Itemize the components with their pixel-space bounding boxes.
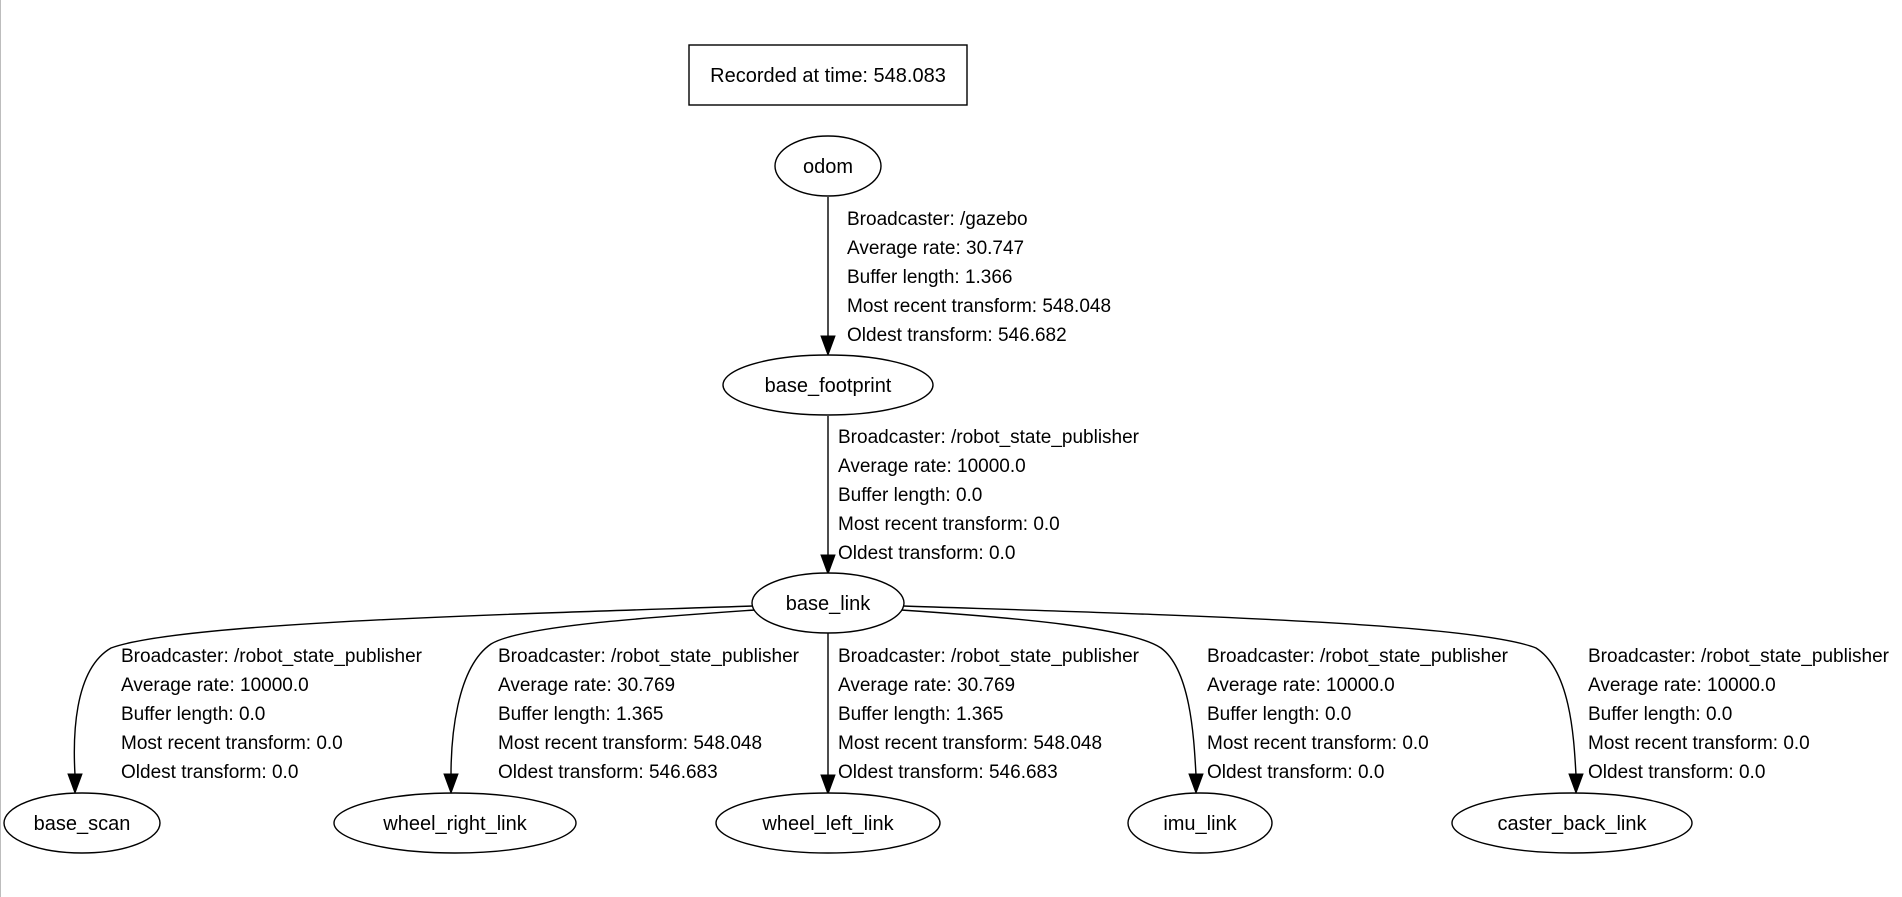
node-imu-link[interactable]: imu_link: [1127, 792, 1273, 854]
edge-label-base-link-base-scan: Broadcaster: /robot_state_publisher Aver…: [121, 646, 423, 783]
edge-base-link-wheel-left: [820, 627, 836, 796]
edge-oldest: Oldest transform: 546.683: [498, 762, 718, 783]
node-caster-back-link-label: caster_back_link: [1498, 813, 1648, 835]
node-wheel-left-link-label: wheel_left_link: [761, 813, 894, 835]
edge-oldest: Oldest transform: 0.0: [1588, 762, 1765, 783]
node-wheel-right-link-label: wheel_right_link: [382, 813, 527, 835]
edge-base-footprint-base-link: [820, 416, 836, 576]
node-wheel-left-link[interactable]: wheel_left_link: [715, 792, 941, 854]
edge-buffer-length: Buffer length: 1.366: [847, 267, 1013, 288]
edge-average-rate: Average rate: 30.747: [847, 238, 1024, 259]
edge-buffer-length: Buffer length: 1.365: [838, 704, 1004, 725]
node-caster-back-link[interactable]: caster_back_link: [1451, 792, 1693, 854]
edge-broadcaster: Broadcaster: /robot_state_publisher: [121, 646, 423, 667]
edge-most-recent: Most recent transform: 0.0: [1588, 733, 1810, 754]
node-base-scan[interactable]: base_scan: [3, 792, 161, 854]
edge-arrowhead: [67, 773, 83, 795]
edge-broadcaster: Broadcaster: /gazebo: [847, 209, 1028, 230]
edge-most-recent: Most recent transform: 548.048: [498, 733, 762, 754]
edge-broadcaster: Broadcaster: /robot_state_publisher: [838, 646, 1140, 667]
edge-arrowhead: [820, 335, 836, 357]
node-base-footprint-label: base_footprint: [765, 375, 892, 397]
edge-arrowhead: [1188, 773, 1204, 795]
edge-average-rate: Average rate: 10000.0: [1588, 675, 1776, 696]
edge-base-link-wheel-right: [443, 609, 756, 795]
edge-most-recent: Most recent transform: 548.048: [847, 296, 1111, 317]
node-base-scan-label: base_scan: [34, 813, 131, 835]
edge-oldest: Oldest transform: 546.682: [847, 325, 1067, 346]
edge-oldest: Oldest transform: 0.0: [1207, 762, 1384, 783]
edge-base-link-imu: [900, 609, 1204, 795]
edge-arrowhead: [820, 774, 836, 796]
recorded-time-box: Recorded at time: 548.083: [688, 44, 968, 106]
node-wheel-right-link-shape: [333, 792, 577, 854]
node-odom[interactable]: odom: [774, 135, 882, 197]
edge-most-recent: Most recent transform: 0.0: [1207, 733, 1429, 754]
edge-base-link-base-scan: [67, 605, 754, 795]
node-base-footprint-shape: [722, 354, 934, 416]
edge-buffer-length: Buffer length: 0.0: [1207, 704, 1351, 725]
node-base-link[interactable]: base_link: [751, 572, 905, 634]
edge-oldest: Oldest transform: 0.0: [838, 543, 1015, 564]
edge-odom-base-footprint: [820, 197, 836, 357]
node-wheel-left-link-shape: [715, 792, 941, 854]
edge-line: [73, 605, 754, 776]
node-odom-shape: [774, 135, 882, 197]
edge-arrowhead: [820, 554, 836, 576]
edge-base-link-caster-back: [902, 605, 1584, 795]
edge-buffer-length: Buffer length: 0.0: [838, 485, 982, 506]
edge-label-base-link-imu: Broadcaster: /robot_state_publisher Aver…: [1207, 646, 1509, 783]
edge-average-rate: Average rate: 30.769: [838, 675, 1015, 696]
edge-average-rate: Average rate: 10000.0: [121, 675, 309, 696]
edge-most-recent: Most recent transform: 0.0: [838, 514, 1060, 535]
edge-average-rate: Average rate: 10000.0: [838, 456, 1026, 477]
recorded-time-frame: [688, 44, 968, 106]
edge-label-base-link-caster-back: Broadcaster: /robot_state_publisher Aver…: [1588, 646, 1890, 783]
edge-buffer-length: Buffer length: 1.365: [498, 704, 664, 725]
edge-arrowhead: [443, 773, 459, 795]
node-base-scan-shape: [3, 792, 161, 854]
edge-broadcaster: Broadcaster: /robot_state_publisher: [1207, 646, 1509, 667]
node-caster-back-link-shape: [1451, 792, 1693, 854]
edge-label-base-link-wheel-left: Broadcaster: /robot_state_publisher Aver…: [838, 646, 1140, 783]
edge-label-base-link-wheel-right: Broadcaster: /robot_state_publisher Aver…: [498, 646, 800, 783]
edge-broadcaster: Broadcaster: /robot_state_publisher: [838, 427, 1140, 448]
edge-buffer-length: Buffer length: 0.0: [121, 704, 265, 725]
edge-arrowhead: [1568, 773, 1584, 795]
edge-line: [900, 609, 1197, 776]
edge-line: [902, 605, 1577, 776]
node-base-footprint[interactable]: base_footprint: [722, 354, 934, 416]
edge-broadcaster: Broadcaster: /robot_state_publisher: [498, 646, 800, 667]
node-base-link-shape: [751, 572, 905, 634]
edge-label-odom-base-footprint: Broadcaster: /gazebo Average rate: 30.74…: [847, 209, 1111, 346]
node-imu-link-shape: [1127, 792, 1273, 854]
edge-oldest: Oldest transform: 0.0: [121, 762, 298, 783]
edge-buffer-length: Buffer length: 0.0: [1588, 704, 1732, 725]
edge-average-rate: Average rate: 10000.0: [1207, 675, 1395, 696]
edge-most-recent: Most recent transform: 548.048: [838, 733, 1102, 754]
node-wheel-right-link[interactable]: wheel_right_link: [333, 792, 577, 854]
edge-label-base-footprint-base-link: Broadcaster: /robot_state_publisher Aver…: [838, 427, 1140, 564]
edge-average-rate: Average rate: 30.769: [498, 675, 675, 696]
edge-oldest: Oldest transform: 546.683: [838, 762, 1058, 783]
node-odom-label: odom: [803, 156, 853, 178]
edge-broadcaster: Broadcaster: /robot_state_publisher: [1588, 646, 1890, 667]
edge-most-recent: Most recent transform: 0.0: [121, 733, 343, 754]
node-base-link-label: base_link: [786, 593, 872, 615]
node-imu-link-label: imu_link: [1163, 813, 1237, 835]
recorded-time-label: Recorded at time: 548.083: [710, 65, 946, 87]
edge-line: [450, 609, 756, 776]
